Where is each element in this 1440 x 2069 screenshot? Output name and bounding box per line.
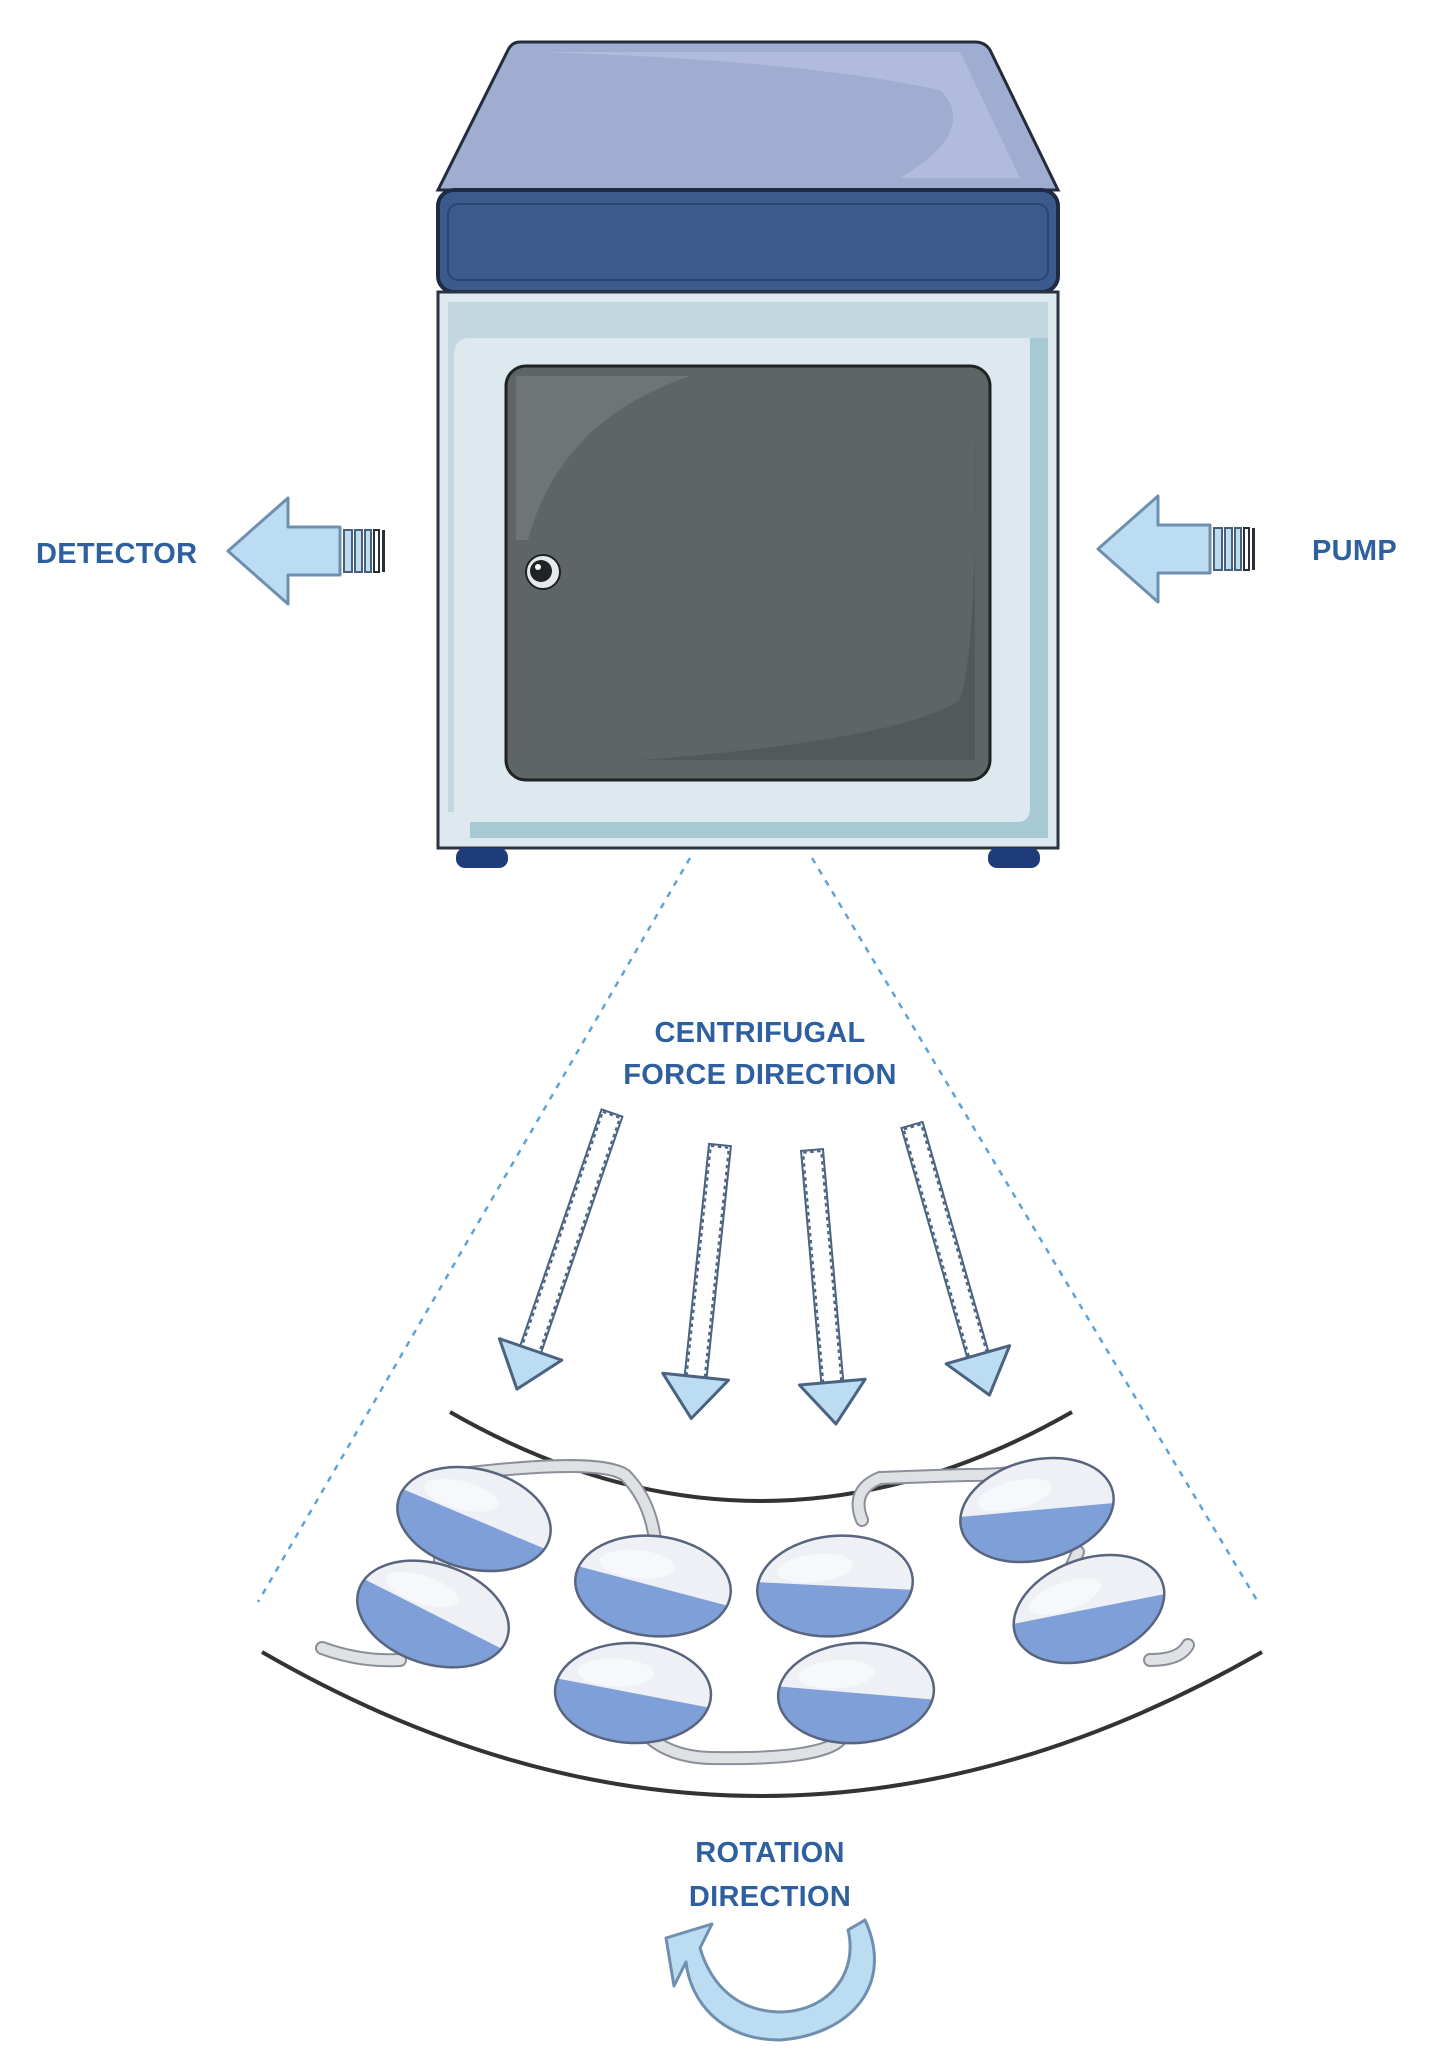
pump-label: PUMP — [1312, 535, 1397, 567]
force-arrows — [497, 1108, 1012, 1426]
partition-cell-icon — [541, 1640, 725, 1756]
centrifuge-instrument-icon — [435, 40, 1061, 868]
centrifugal-label: CENTRIFUGAL — [654, 1017, 866, 1049]
inlet-arrow-icon — [1096, 494, 1257, 604]
detector-label: DETECTOR — [36, 538, 198, 570]
force-arrow-icon — [497, 1108, 624, 1391]
force-arrow-icon — [900, 1120, 1012, 1397]
rotation-label: ROTATION — [695, 1837, 845, 1869]
direction-label: DIRECTION — [688, 1881, 852, 1913]
partition-cells — [329, 1440, 1194, 1759]
partition-cell-icon — [557, 1527, 748, 1655]
force-arrow-icon — [661, 1142, 733, 1420]
zoom-lines — [256, 857, 1260, 1603]
rotation-arrow-icon — [664, 1918, 876, 2042]
force-arrow-icon — [797, 1147, 867, 1426]
partition-cell-icon — [740, 1527, 931, 1655]
outlet-arrow-icon — [226, 496, 387, 606]
rotor-segment — [260, 1410, 1263, 1798]
force-direction-label: FORCE DIRECTION — [623, 1059, 897, 1091]
partition-cell-icon — [763, 1637, 950, 1759]
